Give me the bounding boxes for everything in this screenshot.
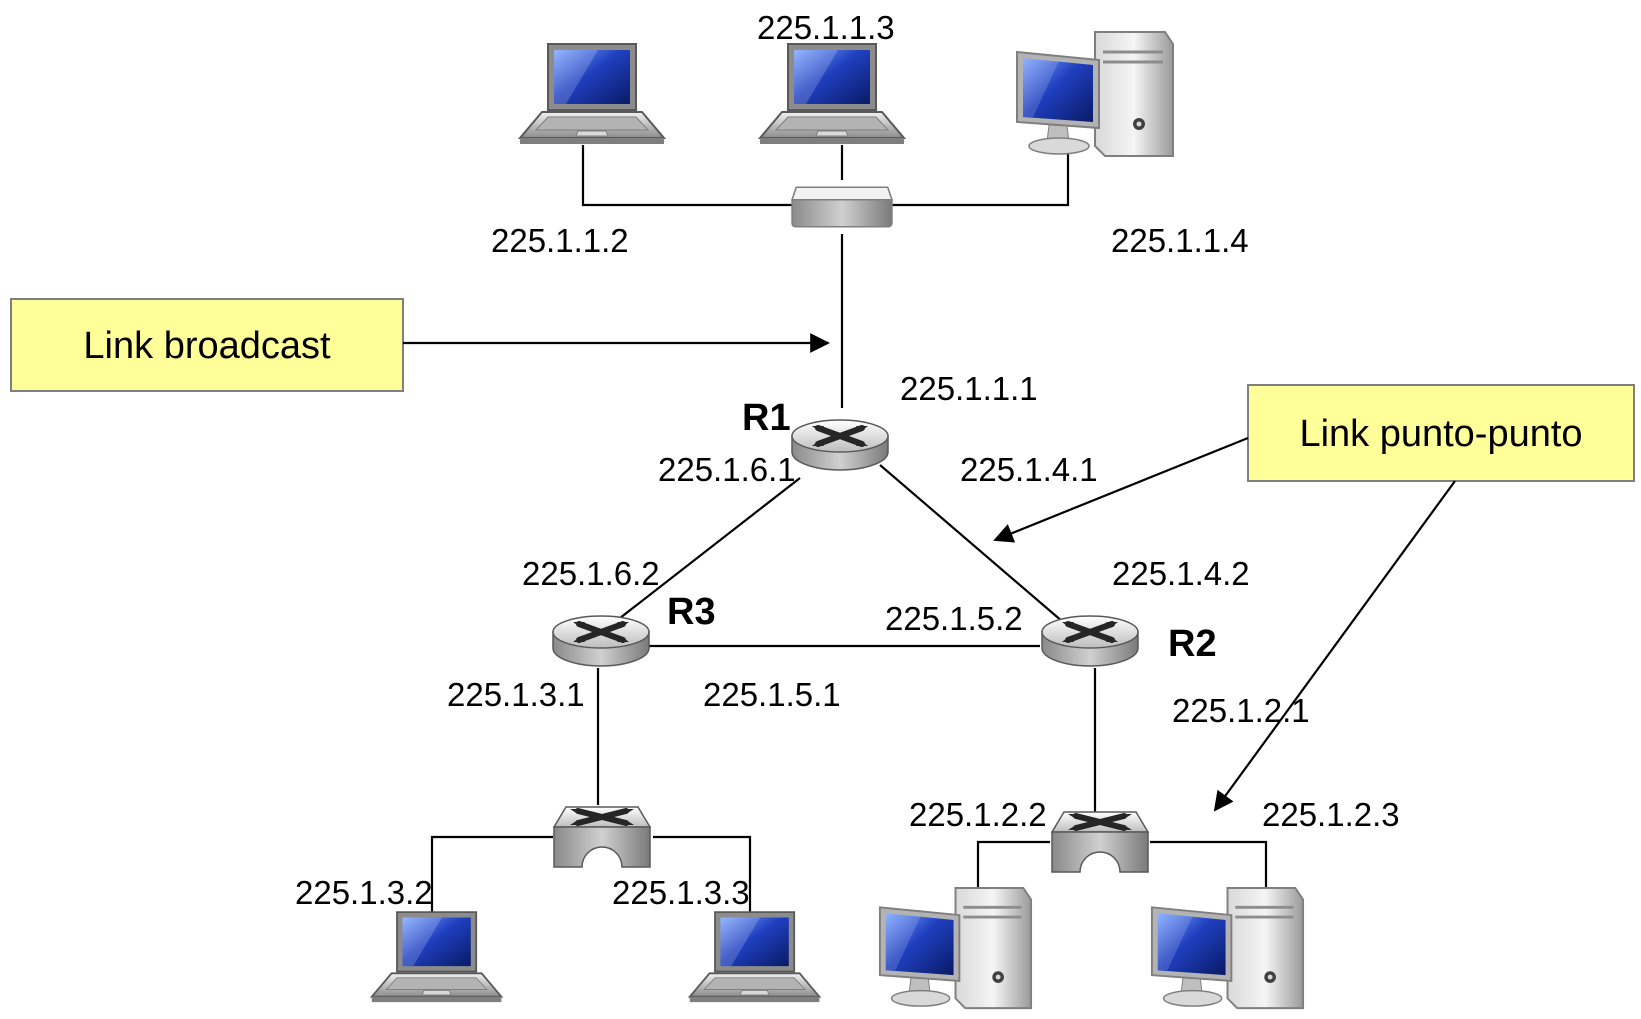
ip-225-1-3-2: 225.1.3.2: [295, 874, 433, 911]
callout-broadcast-box: [10, 298, 404, 392]
wire-laptop-225-1-1-2: [581, 145, 805, 207]
ip-225-1-2-1: 225.1.2.1: [1172, 692, 1310, 729]
laptop-225-1-1-3-icon: [759, 43, 905, 145]
ip-225-1-5-2: 225.1.5.2: [885, 600, 1023, 637]
ip-225-1-1-1: 225.1.1.1: [900, 370, 1038, 407]
wire-switch-desktop-225-1-2-2: [976, 840, 1050, 900]
wire-switch-laptop-225-1-3-3: [653, 835, 752, 920]
router-r3-label: R3: [667, 591, 716, 633]
ip-225-1-1-4: 225.1.1.4: [1111, 222, 1249, 259]
callout-point-to-point-arrow-2: [1213, 480, 1456, 812]
laptop-225-1-3-2-icon: [370, 911, 503, 1004]
ip-225-1-5-1: 225.1.5.1: [703, 676, 841, 713]
laptop-225-1-3-3-icon: [688, 911, 821, 1004]
switch-r2-lan-icon: [1052, 812, 1148, 872]
callout-broadcast: Link broadcast: [10, 298, 830, 392]
desktop-225-1-2-3-icon: [1150, 886, 1305, 1010]
ip-225-1-6-2: 225.1.6.2: [522, 555, 660, 592]
ip-225-1-6-1: 225.1.6.1: [658, 451, 796, 488]
ip-225-1-2-3: 225.1.2.3: [1262, 796, 1400, 833]
callout-point-to-point: Link punto-punto: [993, 384, 1635, 812]
laptop-225-1-1-2-icon: [519, 43, 665, 145]
ip-225-1-4-1: 225.1.4.1: [960, 451, 1098, 488]
devices: [370, 30, 1305, 1010]
callout-point-to-point-arrow-1: [993, 436, 1249, 543]
ip-225-1-3-1: 225.1.3.1: [447, 676, 585, 713]
desktop-225-1-2-2-icon: [878, 886, 1033, 1010]
router-r1-label: R1: [742, 397, 791, 439]
ip-225-1-2-2: 225.1.2.2: [909, 796, 1047, 833]
router-r2-icon: [1042, 616, 1138, 666]
ip-225-1-4-2: 225.1.4.2: [1112, 555, 1250, 592]
router-r3-icon: [553, 616, 649, 666]
wire-switch-desktop-225-1-2-3: [1150, 840, 1268, 900]
callout-broadcast-label: Link broadcast: [83, 325, 331, 367]
links: [430, 145, 1268, 920]
desktop-225-1-1-4-icon: [1015, 30, 1175, 158]
switch-r3-lan-icon: [554, 807, 650, 867]
router-r2-label: R2: [1168, 623, 1217, 665]
wire-r1-r3: [619, 477, 801, 619]
ip-225-1-1-3: 225.1.1.3: [757, 9, 895, 46]
callout-point-to-point-label: Link punto-punto: [1299, 413, 1582, 455]
wire-r1-r2: [879, 464, 1071, 629]
ip-225-1-3-3: 225.1.3.3: [612, 874, 750, 911]
wire-desktop-225-1-1-4: [890, 150, 1070, 207]
router-r1-icon: [792, 420, 888, 470]
ip-225-1-1-2: 225.1.1.2: [491, 222, 629, 259]
callout-point-to-point-box: [1247, 384, 1635, 482]
address-labels: 225.1.1.3 225.1.1.2 225.1.1.4 225.1.1.1 …: [295, 9, 1400, 911]
hub-icon: [790, 186, 894, 228]
wire-switch-laptop-225-1-3-2: [430, 835, 553, 920]
